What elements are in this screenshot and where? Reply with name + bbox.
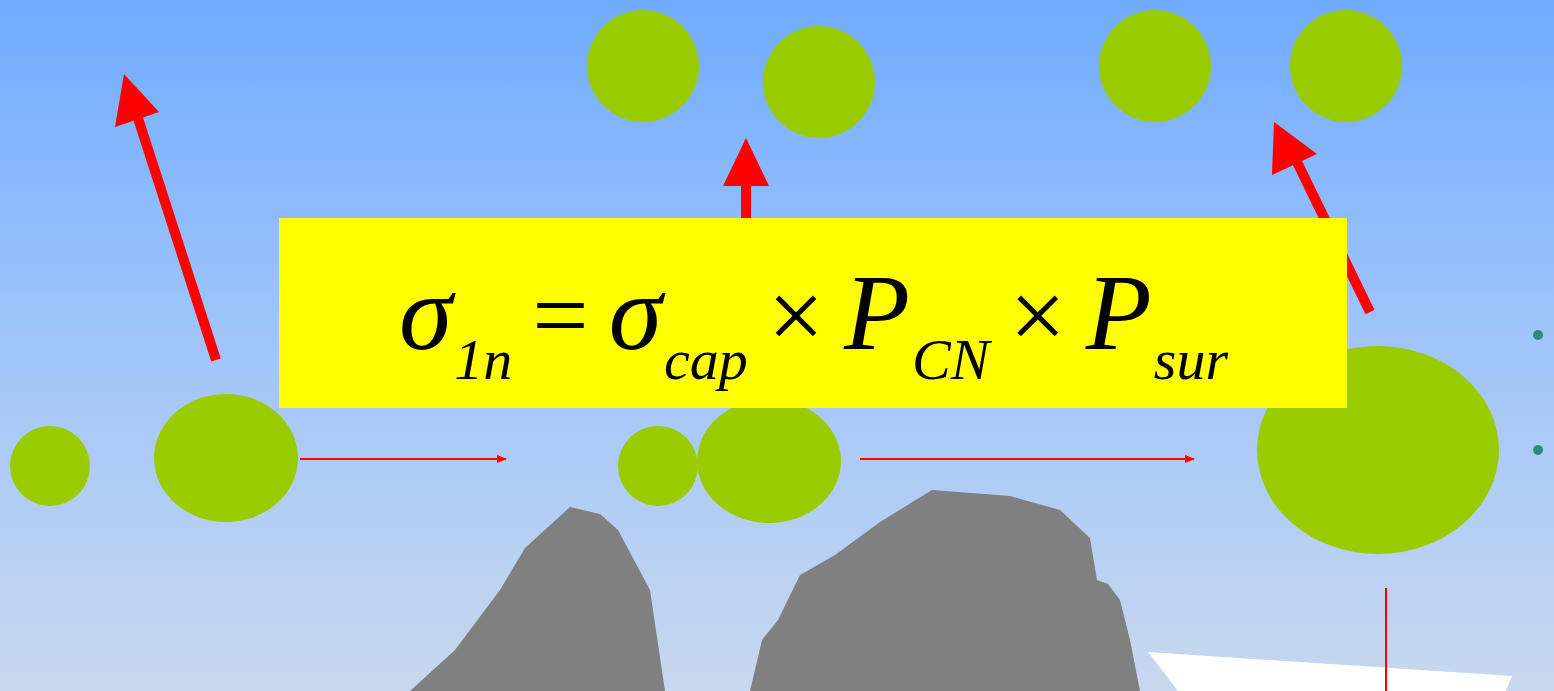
formula-box: σ1n=σcap×PCN×Psur <box>279 218 1347 408</box>
symbol: σ <box>399 259 452 367</box>
subscript: sur <box>1154 331 1228 389</box>
dot <box>1533 445 1543 455</box>
marker-line <box>1385 588 1387 691</box>
arrow-head <box>115 74 159 127</box>
subscript: cap <box>664 331 748 389</box>
symbol: P <box>844 259 910 367</box>
arrow-head <box>1272 122 1317 175</box>
reaction-arrow <box>860 458 1194 460</box>
rock <box>410 507 665 691</box>
operator: = <box>532 266 588 366</box>
subscript: 1n <box>454 331 512 389</box>
symbol: σ <box>609 259 662 367</box>
symbol: P <box>1086 259 1152 367</box>
reaction-arrow <box>300 458 506 460</box>
operator: × <box>1009 266 1065 366</box>
arrow-head <box>723 138 769 186</box>
white-plate <box>1148 652 1512 691</box>
operator: × <box>768 266 824 366</box>
emission-arrow <box>136 112 216 360</box>
formula: σ1n=σcap×PCN×Psur <box>399 259 1228 367</box>
nuclei <box>10 10 1499 554</box>
subscript: CN <box>912 331 989 389</box>
dot <box>1533 330 1543 340</box>
rock <box>750 490 1140 691</box>
